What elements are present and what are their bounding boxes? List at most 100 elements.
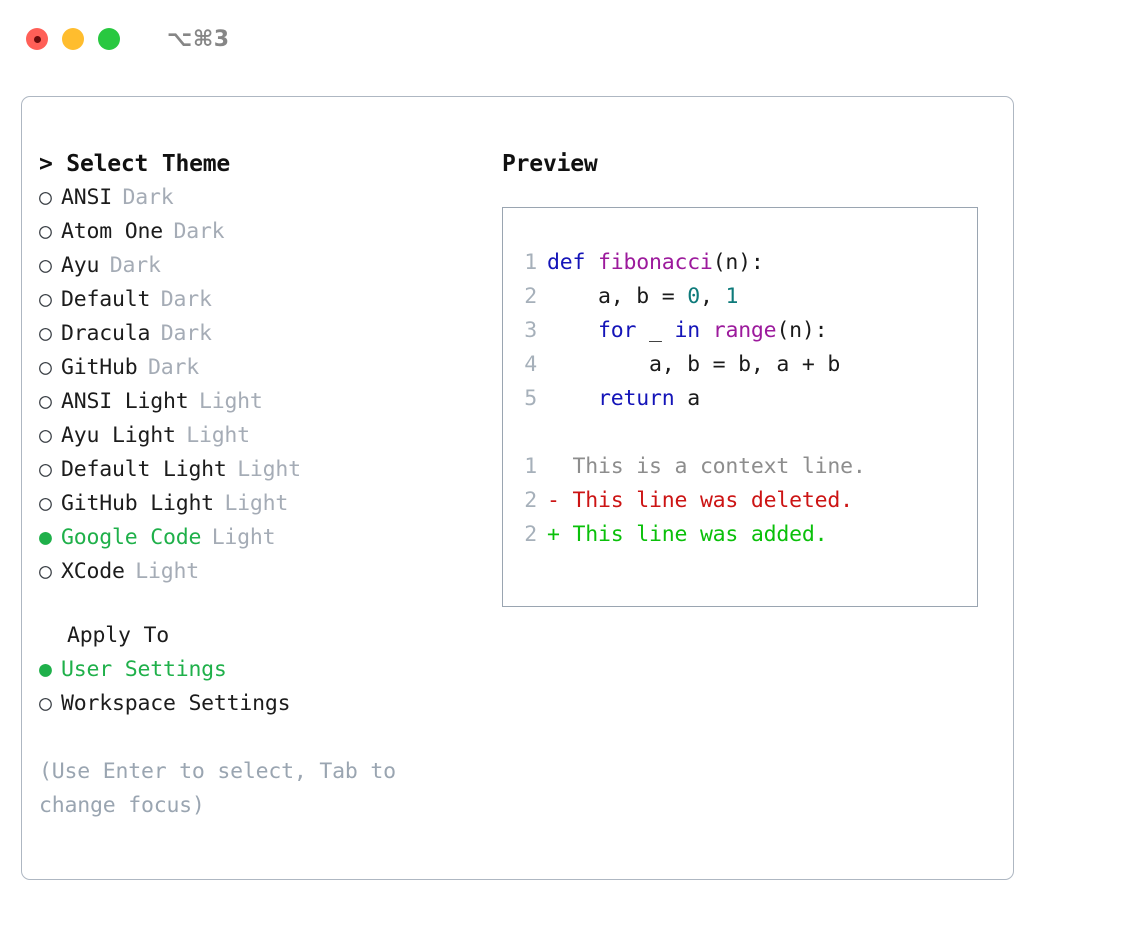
theme-variant-badge: Light (224, 491, 289, 516)
code-line-content: a, b = 0, 1 (547, 280, 738, 314)
line-number: 3 (524, 318, 537, 343)
theme-variant-badge: Dark (173, 219, 225, 244)
line-number: 1 (524, 250, 537, 275)
code-token-num: 0 (687, 284, 700, 309)
diff-marker: - (547, 488, 573, 513)
maximize-button[interactable] (98, 28, 120, 50)
theme-variant-badge: Light (186, 423, 250, 448)
theme-option-label: GitHub Light (61, 491, 214, 516)
theme-option-label: Default (61, 287, 151, 312)
code-token-pl (700, 318, 713, 343)
theme-variant-badge: Dark (147, 355, 199, 380)
minimize-button[interactable] (62, 28, 84, 50)
diff-line-content: This line was deleted. (572, 488, 854, 513)
select-theme-heading: > Select Theme (39, 151, 231, 177)
diff-line-ctx: 1 This is a context line. (503, 450, 977, 484)
theme-option-default[interactable]: ○ Default Dark (39, 283, 502, 317)
code-line: 5 return a (503, 382, 977, 416)
theme-option-label: Default Light (61, 457, 227, 482)
theme-variant-badge: Light (237, 457, 301, 482)
radio-unselected-icon: ○ (39, 219, 52, 244)
code-line: 4 a, b = b, a + b (503, 348, 977, 382)
theme-option-label: Atom One (61, 219, 163, 244)
apply-to-option-label: User Settings (61, 657, 227, 682)
code-token-fn: range (712, 318, 777, 343)
theme-variant-badge: Dark (160, 287, 212, 312)
radio-unselected-icon: ○ (39, 559, 52, 584)
apply-to-option-user-settings[interactable]: ●User Settings (39, 653, 502, 687)
line-number: 2 (524, 522, 537, 547)
radio-unselected-icon: ○ (39, 287, 52, 312)
code-token-kw: def (547, 250, 586, 275)
theme-option-google-code[interactable]: ● Google Code Light (39, 521, 502, 555)
code-token-fn: fibonacci (597, 250, 713, 275)
code-token-pl (547, 386, 598, 411)
theme-option-atom-one[interactable]: ○ Atom One Dark (39, 215, 502, 249)
theme-option-label: Ayu (61, 253, 100, 278)
code-line-content: return a (547, 382, 700, 416)
keyboard-hint-text: (Use Enter to select, Tab to change focu… (39, 759, 409, 818)
code-line-content: def fibonacci(n): (547, 246, 764, 280)
theme-variant-badge: Dark (122, 185, 174, 210)
line-number: 2 (524, 488, 537, 513)
code-diff-spacer (503, 416, 977, 450)
code-line-content: for _ in range(n): (547, 314, 828, 348)
theme-option-label: GitHub (61, 355, 138, 380)
line-number: 5 (524, 386, 537, 411)
line-number: 2 (524, 284, 537, 309)
code-line: 2 a, b = 0, 1 (503, 280, 977, 314)
theme-variant-badge: Dark (160, 321, 212, 346)
code-line: 3 for _ in range(n): (503, 314, 977, 348)
radio-selected-icon: ● (39, 525, 52, 550)
theme-variant-badge: Dark (109, 253, 161, 278)
diff-line-content: This is a context line. (572, 454, 866, 479)
keyboard-shortcut-label: ⌥⌘3 (167, 26, 230, 52)
code-token-kw: for (597, 318, 637, 343)
radio-unselected-icon: ○ (39, 185, 52, 210)
theme-option-ansi[interactable]: ○ ANSI Dark (39, 181, 502, 215)
radio-unselected-icon: ○ (39, 423, 52, 448)
section-spacer (39, 589, 502, 619)
diff-line-add: 2+ This line was added. (503, 518, 977, 552)
theme-option-github-light[interactable]: ○ GitHub Light Light (39, 487, 502, 521)
code-token-pl (547, 318, 598, 343)
apply-to-option-label: Workspace Settings (61, 691, 291, 716)
radio-unselected-icon: ○ (39, 491, 52, 516)
theme-variant-badge: Light (135, 559, 199, 584)
radio-unselected-icon: ○ (39, 253, 52, 278)
radio-unselected-icon: ○ (39, 691, 52, 716)
radio-unselected-icon: ○ (39, 457, 52, 482)
diff-sample: 1 This is a context line. 2- This line wa… (503, 450, 977, 552)
code-token-pl: , (699, 284, 726, 309)
theme-variant-badge: Light (211, 525, 276, 550)
theme-option-ayu[interactable]: ○ Ayu Dark (39, 249, 502, 283)
code-token-pl: a, b = b, a + b (547, 352, 841, 377)
close-button[interactable] (26, 28, 48, 50)
radio-unselected-icon: ○ (39, 389, 52, 414)
code-token-num: 1 (725, 284, 739, 309)
theme-option-label: ANSI (61, 185, 112, 210)
diff-marker (547, 450, 573, 484)
code-line: 1 def fibonacci(n): (503, 246, 977, 280)
theme-variant-badge: Light (198, 389, 263, 414)
apply-to-option-workspace-settings[interactable]: ○ Workspace Settings (39, 687, 502, 721)
window-controls (26, 28, 120, 50)
theme-option-label: Dracula (61, 321, 151, 346)
title-bar: ⌥⌘3 (0, 0, 1140, 78)
code-token-kw: return (597, 386, 675, 411)
line-number: 4 (524, 352, 537, 377)
theme-option-label: Google Code (61, 525, 202, 550)
diff-line-content: This line was added. (572, 522, 828, 547)
theme-option-default-light[interactable]: ○ Default Light Light (39, 453, 502, 487)
code-token-kw: in (674, 318, 700, 343)
theme-option-xcode[interactable]: ○ XCode Light (39, 555, 502, 589)
theme-option-label: XCode (61, 559, 125, 584)
